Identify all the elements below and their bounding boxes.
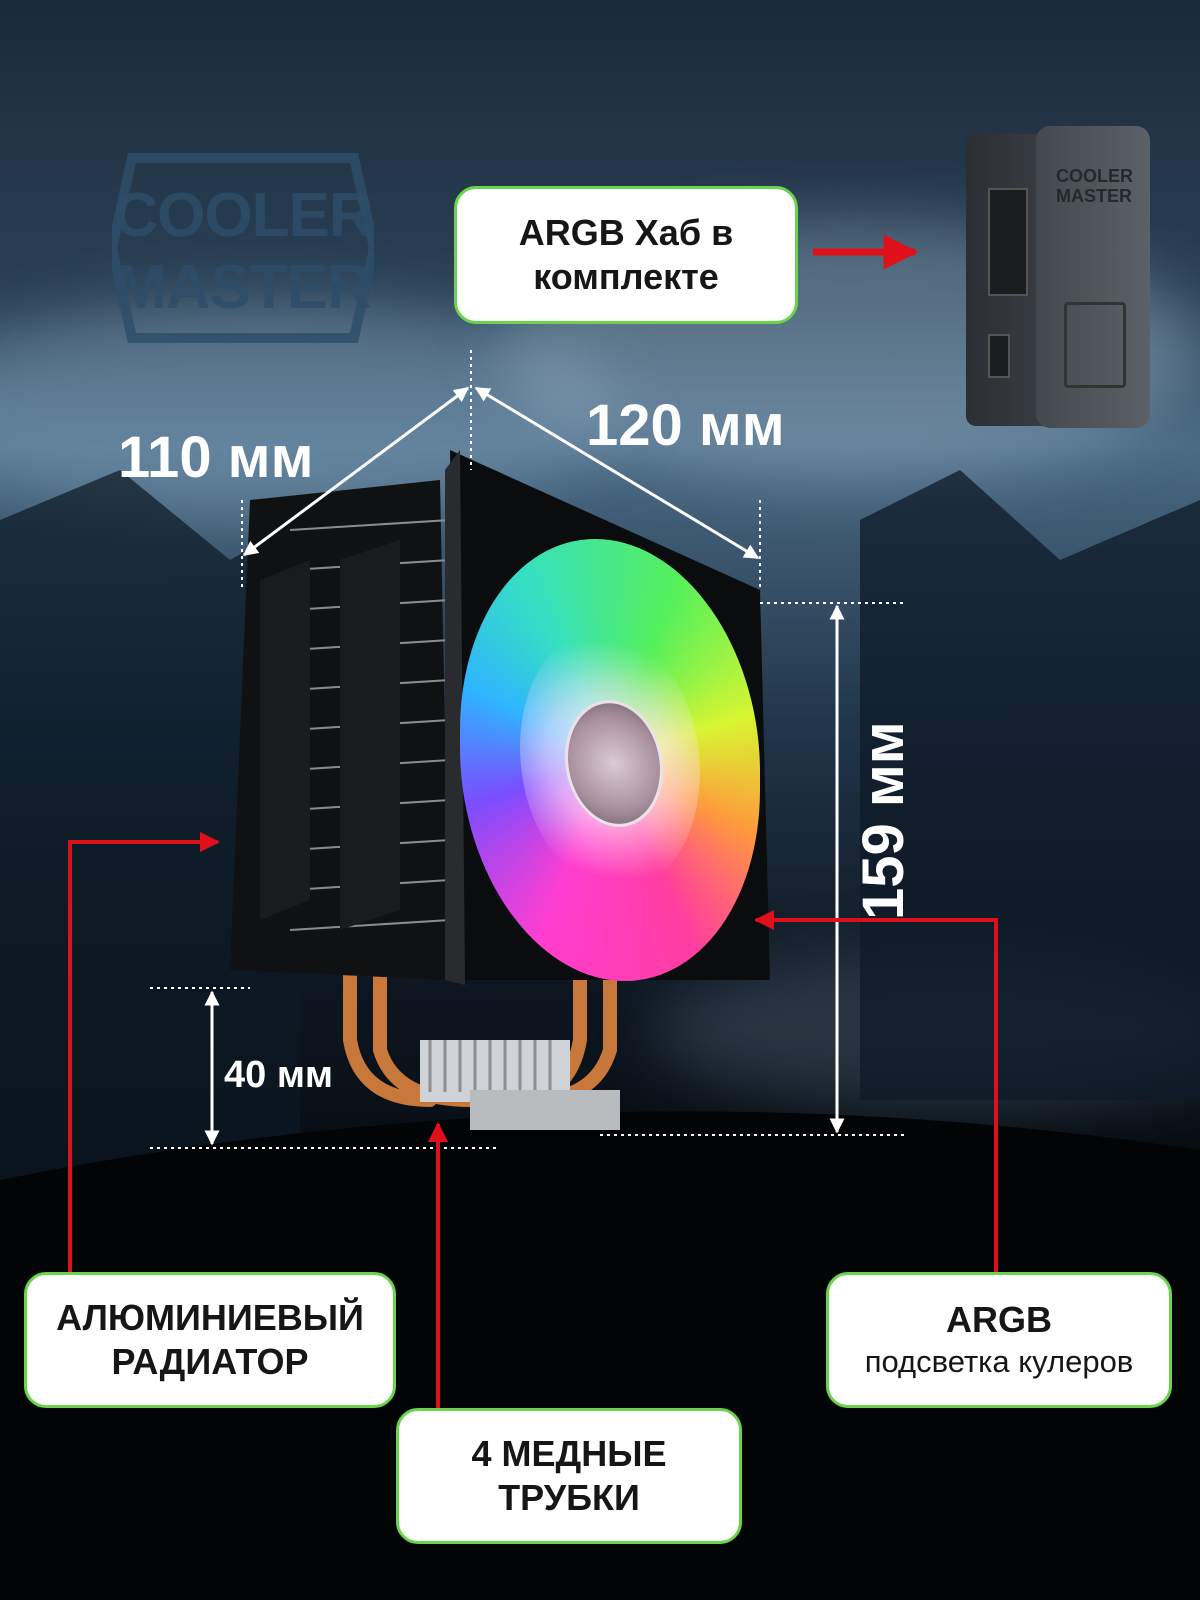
width-dimension-label: 120 мм [586,393,785,458]
logo-badge-icon [112,153,374,343]
argb-hub-image: COOLER MASTER [966,126,1150,428]
logo-text-line2: MASTER [115,253,372,322]
callout-pipes-line1: 4 МЕДНЫЕ [471,1433,667,1474]
clearance-dimension-label: 40 мм [224,1054,334,1096]
callout-argb-hub: ARGB Хаб в комплекте [454,186,798,324]
hub-logo-text: COOLER MASTER [1056,166,1134,206]
callout-radiator-line2: РАДИАТОР [111,1341,309,1382]
height-dimension-label: 159 мм [851,721,916,920]
depth-dimension-label: 110 мм [118,425,314,490]
callout-argb-hub-line2: комплекте [533,256,719,297]
logo-text-line1: COOLER [113,181,373,250]
cpu-cooler-image [210,440,790,1160]
radiator-pointer-arrow [68,832,220,1272]
callout-argb-line1: ARGB [946,1299,1052,1340]
depth-arrow [242,386,470,557]
argb-pointer-arrow [754,910,998,1272]
callout-aluminium-radiator: АЛЮМИНИЕВЫЙ РАДИАТОР [24,1272,396,1408]
callout-radiator-line1: АЛЮМИНИЕВЫЙ [56,1297,364,1338]
callout-argb-hub-line1: ARGB Хаб в [518,212,734,253]
cooler-master-logo: COOLER MASTER [112,148,374,348]
width-arrow [474,386,760,560]
callout-argb-line2: подсветка кулеров [864,1344,1134,1379]
callout-pipes-line2: ТРУБКИ [498,1477,640,1518]
callout-copper-heatpipes: 4 МЕДНЫЕ ТРУБКИ [396,1408,742,1544]
callout-argb-lighting: ARGB подсветка кулеров [826,1272,1172,1408]
